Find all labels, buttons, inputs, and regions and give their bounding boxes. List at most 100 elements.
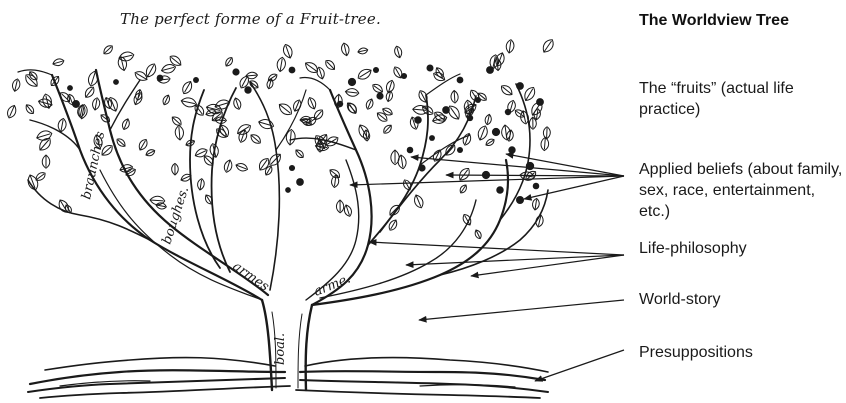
leaf-icon	[52, 58, 65, 67]
leaf-icon	[223, 159, 234, 173]
fruit-icon	[457, 147, 463, 153]
fruit-icon	[232, 68, 239, 75]
leaf-icon	[432, 70, 447, 83]
fruit-icon	[67, 85, 73, 91]
leaf-icon	[145, 148, 156, 157]
arrow-presuppositions	[535, 350, 624, 381]
leaf-icon	[92, 97, 101, 110]
fruit-icon	[414, 116, 422, 124]
leaf-icon	[197, 178, 205, 190]
fruit-icon	[193, 77, 199, 83]
fruit-icon	[475, 97, 481, 103]
fruit-icon	[536, 98, 544, 106]
leaf-icon	[356, 67, 373, 82]
pointer-arrows	[350, 154, 624, 381]
leaf-icon	[232, 97, 242, 110]
leaf-icon	[266, 78, 274, 89]
leaf-icon	[180, 80, 194, 96]
arrow-story	[419, 300, 624, 320]
leaf-icon	[485, 137, 496, 147]
legend-label-presuppositions: Presuppositions	[639, 342, 844, 363]
fruit-icon	[337, 101, 343, 107]
leaf-icon	[34, 171, 47, 183]
fruit-icon	[289, 67, 296, 74]
fruit-icon	[505, 109, 511, 115]
leaf-icon	[83, 85, 96, 99]
leaf-icon	[397, 154, 407, 169]
leaf-icon	[328, 167, 342, 180]
leaf-icon	[209, 143, 220, 159]
leaf-icon	[336, 200, 343, 213]
fruit-icon	[533, 183, 540, 190]
leaf-icon	[155, 202, 166, 210]
leaf-icon	[168, 53, 183, 68]
leaf-icon	[343, 204, 353, 217]
leaf-icon	[505, 39, 514, 53]
leaf-icon	[175, 125, 184, 140]
tree-main-arms	[18, 70, 268, 300]
leaf-icon	[357, 47, 368, 55]
fruit-icon	[496, 186, 503, 193]
leaf-icon	[371, 82, 385, 94]
leaf-icon	[474, 229, 483, 240]
fruit-icon	[492, 128, 500, 136]
fruit-icon	[373, 67, 379, 73]
leaf-icon	[267, 151, 283, 168]
fruit-icon	[72, 100, 80, 108]
leaf-icon	[246, 72, 258, 79]
fruit-icon	[244, 86, 251, 93]
fruit-icon	[508, 146, 515, 153]
leaf-icon	[237, 129, 248, 144]
leaf-icon	[161, 94, 171, 106]
fruit-icon	[486, 66, 494, 74]
leaf-icon	[87, 70, 100, 88]
fruit-icon	[296, 178, 304, 186]
fruit-icon	[376, 92, 383, 99]
leaf-icon	[323, 58, 336, 71]
leaf-icon	[543, 127, 550, 139]
arrow-applied-3	[446, 175, 624, 176]
fruit-icon	[418, 164, 425, 171]
leaf-icon	[137, 138, 149, 152]
legend-label-world-story: World-story	[639, 289, 844, 310]
leaf-icon	[412, 193, 425, 209]
legend-label-applied-beliefs: Applied beliefs (about family, sex, race…	[639, 159, 844, 222]
inscription-boal: boal.	[273, 333, 288, 365]
fruit-icon	[113, 79, 119, 85]
leaf-icon	[224, 56, 234, 68]
fruit-icon	[467, 115, 473, 121]
leaf-icon	[375, 110, 389, 123]
fruit-icon	[429, 135, 435, 141]
leaf-icon	[264, 165, 274, 177]
leaf-icon	[276, 57, 286, 73]
leaf-icon	[235, 122, 252, 137]
leaf-icon	[476, 124, 489, 141]
fruit-icon	[457, 77, 464, 84]
leaf-icon	[11, 78, 21, 92]
fruit-icon	[157, 75, 164, 82]
leaf-icon	[6, 104, 18, 119]
fruit-icon	[426, 64, 433, 71]
legend-label-fruits: The “fruits” (actual life practice)	[639, 78, 844, 120]
leaf-icon	[522, 85, 537, 103]
leaf-icon	[393, 45, 403, 58]
inscription-armes: armes	[230, 259, 272, 295]
fruit-icon	[289, 165, 295, 171]
leaf-icon	[249, 132, 263, 145]
legend-title: The Worldview Tree	[639, 12, 789, 30]
leaf-icon	[194, 147, 209, 159]
leaf-icon	[24, 103, 36, 115]
leaf-icon	[499, 83, 514, 97]
leaf-icon	[277, 101, 294, 117]
leaf-icon	[458, 183, 468, 194]
leaf-icon	[540, 37, 556, 54]
leaf-icon	[26, 173, 40, 191]
leaf-icon	[541, 137, 550, 151]
legend-label-life-philosophy: Life-philosophy	[639, 238, 844, 259]
leaf-icon	[49, 75, 61, 88]
leaf-icon	[205, 108, 217, 117]
leaf-icon	[340, 42, 350, 56]
leaf-icon	[385, 79, 396, 94]
fruit-icon	[348, 78, 356, 86]
